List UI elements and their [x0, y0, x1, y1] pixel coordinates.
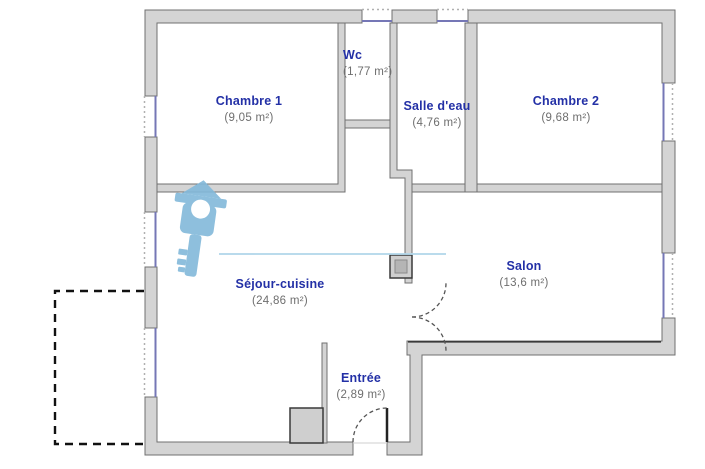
exterior-walls [144, 9, 676, 456]
room-label-chambre2: Chambre 2 (9,68 m²) [533, 94, 599, 125]
room-label-entree: Entrée (2,89 m²) [336, 371, 385, 402]
wall-wc-salle-eau-divider [389, 22, 413, 284]
wall-chambre1-right-and-sejour-top [156, 22, 346, 193]
room-name: Entrée [340, 371, 382, 385]
room-label-wc: Wc (1,77 m²) [343, 48, 392, 79]
room-name: Wc [343, 48, 363, 62]
fixtures [289, 254, 413, 444]
wall-top-left [144, 9, 363, 97]
room-name: Séjour-cuisine [235, 277, 325, 291]
entrance-door-arc [352, 407, 388, 443]
room-area: (9,68 m²) [541, 112, 591, 124]
room-area: (24,86 m²) [251, 295, 309, 307]
wall-top-right [467, 9, 676, 84]
room-area: (4,76 m²) [412, 117, 462, 129]
windows [143, 8, 674, 397]
room-label-chambre1: Chambre 1 (9,05 m²) [216, 94, 282, 125]
entree-closet [289, 407, 324, 444]
balcony-outline [53, 289, 144, 446]
room-area: (2,89 m²) [336, 389, 386, 401]
watermark [174, 180, 446, 277]
room-name: Salle d'eau [403, 99, 471, 113]
duct-column-inner [394, 259, 408, 274]
wall-left-upper [144, 136, 158, 213]
key-house-icon [174, 180, 227, 277]
wall-top-middle [391, 9, 438, 24]
double-door-arc-upper [411, 282, 447, 318]
room-label-sejour-cuisine: Séjour-cuisine (24,86 m²) [236, 277, 325, 308]
wall-right-bottom-salon [386, 317, 676, 456]
wall-right-middle [661, 140, 676, 254]
room-label-salle-eau: Salle d'eau (4,76 m²) [403, 99, 470, 130]
room-name: Chambre 1 [215, 94, 283, 108]
wall-salle-eau-chambre2-divider [464, 22, 478, 193]
wall-wc-bottom [342, 119, 398, 129]
room-label-salon: Salon (13,6 m²) [499, 259, 548, 290]
room-area: (13,6 m²) [499, 277, 549, 289]
room-area: (9,05 m²) [224, 112, 274, 124]
wall-salon-top [411, 183, 663, 193]
room-name: Salon [506, 259, 542, 273]
interior-walls [156, 22, 663, 444]
room-area: (1,77 m²) [343, 66, 393, 78]
room-name: Chambre 2 [532, 94, 600, 108]
wall-left-middle [144, 266, 158, 329]
doors [352, 282, 447, 443]
wall-entree-left [321, 342, 328, 444]
